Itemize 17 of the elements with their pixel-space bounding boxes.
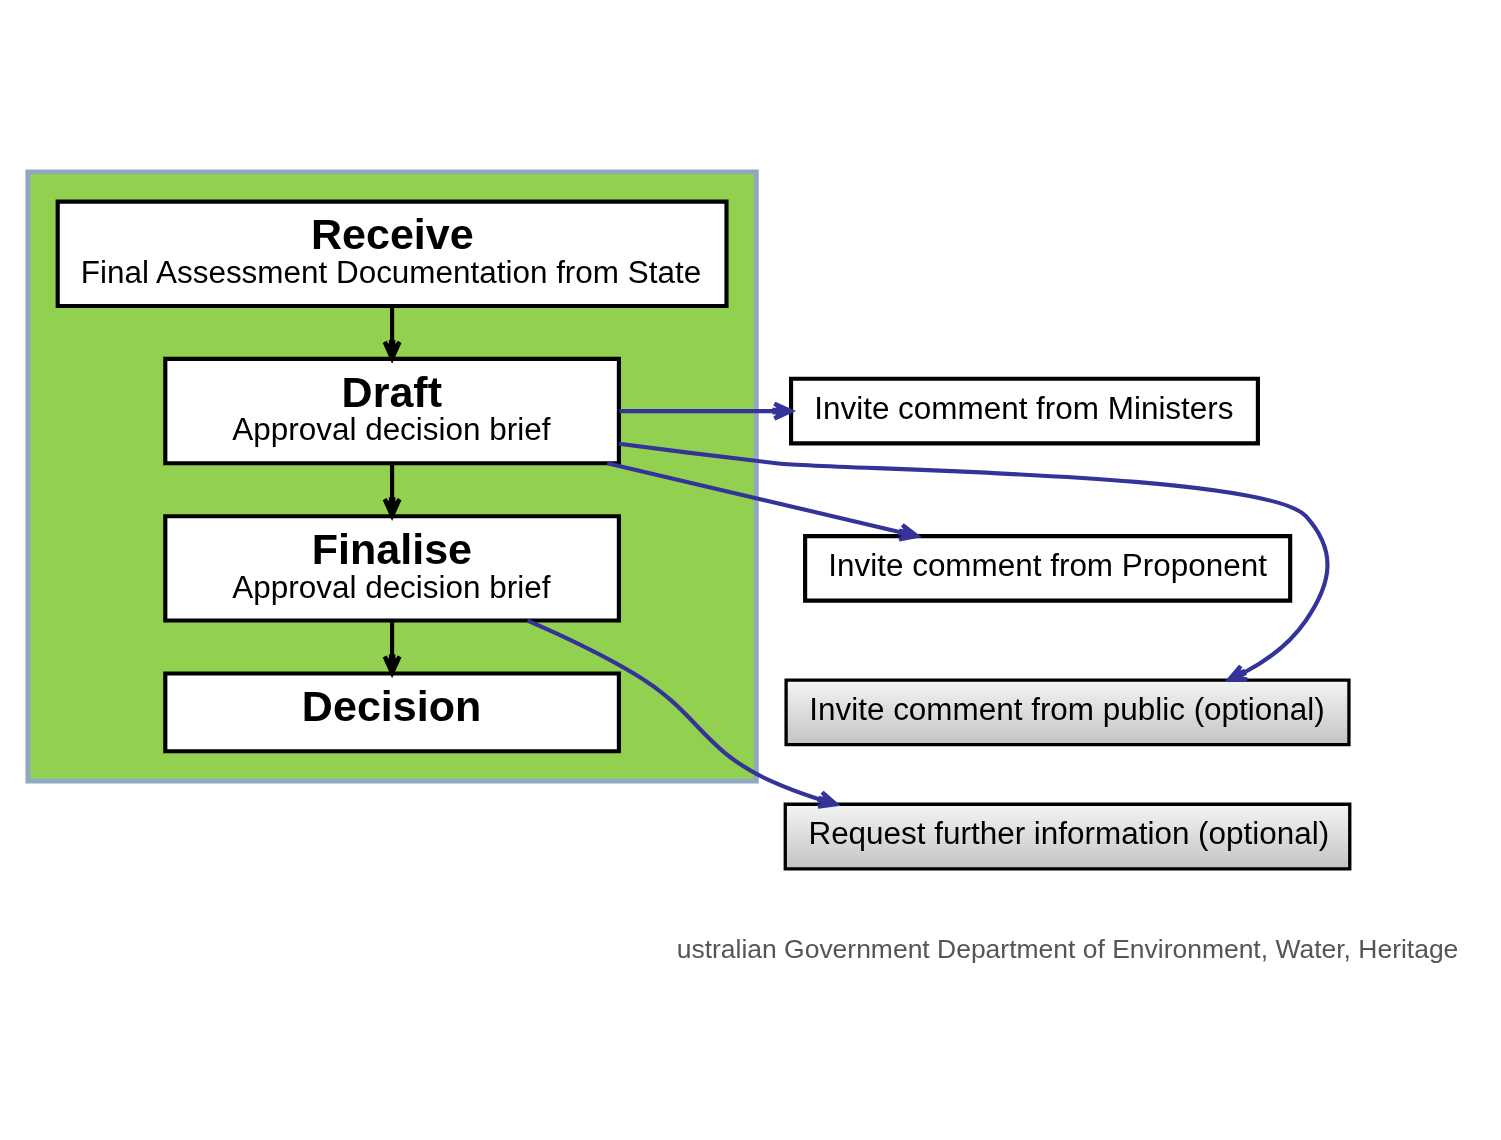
node-box: Invite comment from Ministers (789, 376, 1260, 446)
arrow (618, 441, 1330, 682)
node-box: Receive Final Assessment Documentation from State (55, 199, 729, 309)
arrow (382, 306, 402, 361)
node-box: Finalise Approval decision brief (163, 514, 621, 623)
arrow (382, 463, 402, 518)
arrow (382, 620, 402, 676)
node-box: Invite comment from Proponent (803, 534, 1293, 603)
arrow (619, 401, 794, 421)
arrow (606, 461, 919, 542)
node-box: Request further information (optional) (783, 802, 1352, 871)
arrow (526, 618, 839, 809)
label: ustralian Government Department of Environment, Water, Heritage (676, 933, 1459, 964)
node-box: Invite comment from public (optional) (784, 678, 1351, 747)
cluster (25, 169, 759, 784)
node-box: Draft Approval decision brief (163, 356, 621, 466)
node-box: Decision (163, 671, 621, 754)
